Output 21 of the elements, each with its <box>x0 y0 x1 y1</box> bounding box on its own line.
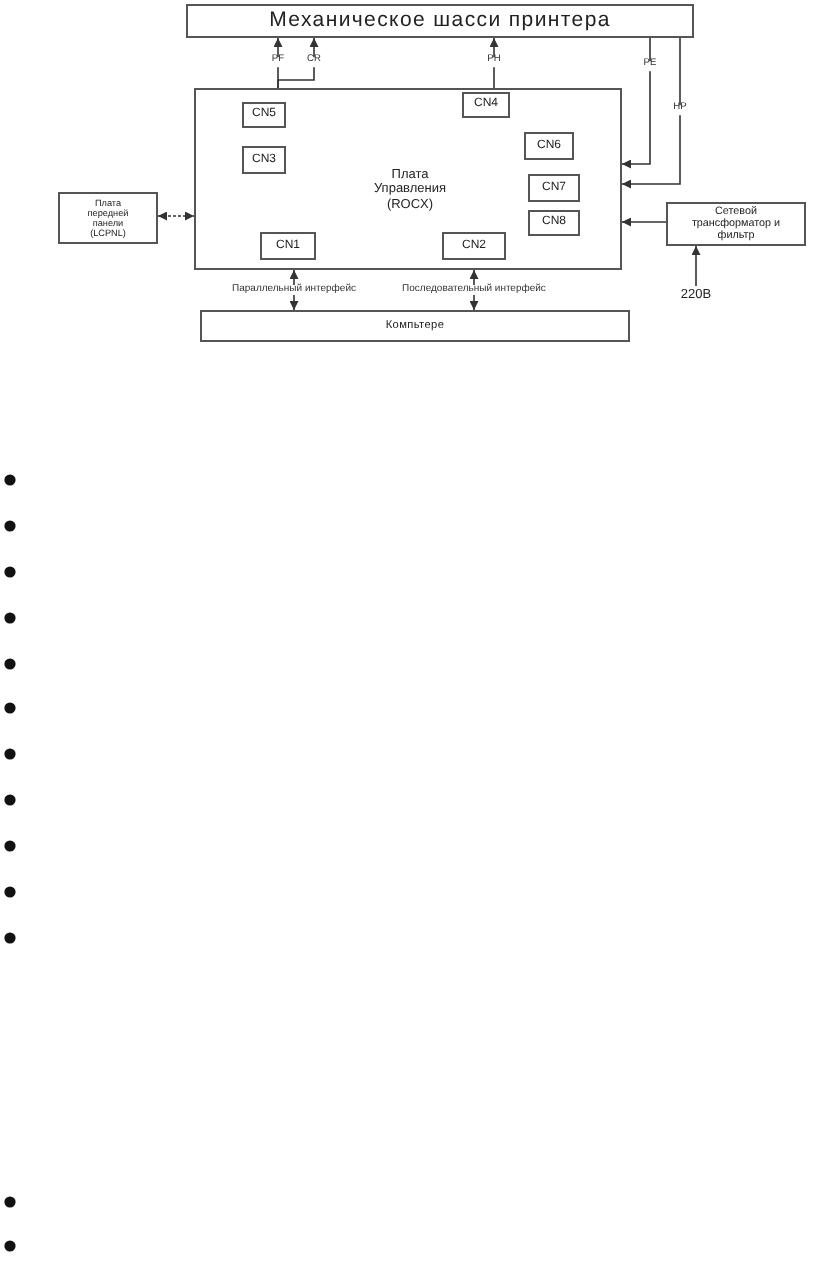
computer-block <box>200 310 630 342</box>
double-arrow <box>157 211 195 221</box>
arrow <box>621 217 667 227</box>
connector-block <box>260 232 316 260</box>
connector-block <box>528 210 580 236</box>
chassis-block <box>186 4 694 38</box>
connector-block <box>462 92 510 118</box>
arrow <box>691 245 701 287</box>
connector-block <box>242 146 286 174</box>
connector-block <box>242 102 286 128</box>
arrow <box>621 37 651 169</box>
control-board-block <box>194 88 622 270</box>
panel-board-block <box>58 192 158 244</box>
arrow <box>621 37 681 189</box>
block-label: Механическое шасси принтера <box>269 9 611 33</box>
connector-block <box>442 232 506 260</box>
arrow <box>489 37 499 89</box>
connector-block <box>524 132 574 160</box>
transformer-block <box>666 202 806 246</box>
connector-block <box>528 174 580 202</box>
arrow <box>277 37 319 89</box>
